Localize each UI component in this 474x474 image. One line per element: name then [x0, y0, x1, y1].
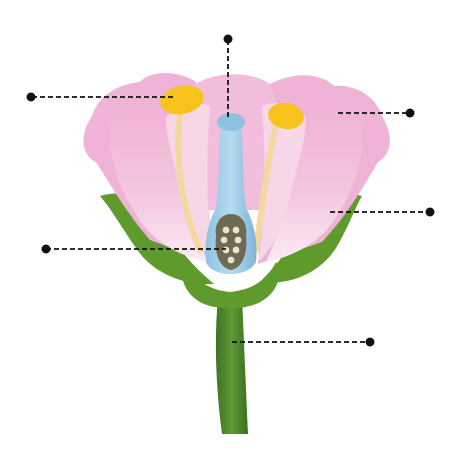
- stigma: [217, 113, 245, 131]
- anther-left: [160, 85, 204, 115]
- label-dot-sepal: [425, 207, 435, 217]
- stem: [215, 298, 248, 434]
- receptacle: [182, 262, 280, 309]
- ovules: [220, 226, 242, 264]
- label-dot-ovule: [41, 244, 51, 254]
- petal-front-right: [266, 107, 364, 262]
- anther-right: [268, 102, 304, 130]
- petal-front-left: [108, 107, 208, 262]
- label-dot-stem: [365, 337, 375, 347]
- label-dot-stigma: [223, 34, 233, 44]
- filament-right: [253, 121, 279, 253]
- label-dot-petal: [405, 108, 415, 118]
- label-dot-anther: [26, 92, 36, 102]
- filament-left: [175, 109, 203, 253]
